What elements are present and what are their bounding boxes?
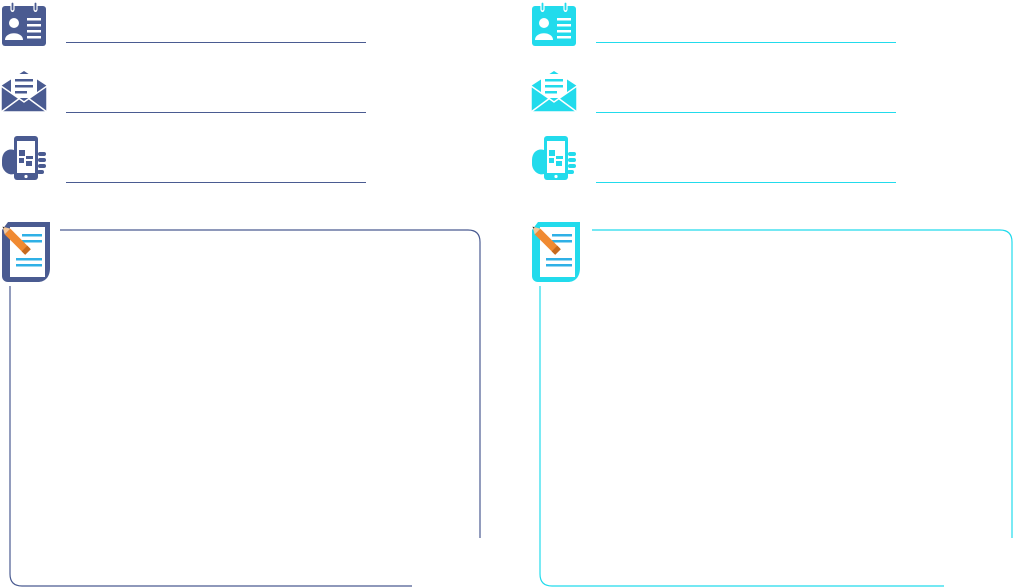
email-row xyxy=(0,66,370,116)
name-field[interactable] xyxy=(66,14,370,42)
name-row xyxy=(0,2,370,52)
email-field[interactable] xyxy=(66,84,370,112)
contact-panel-right xyxy=(530,0,1013,588)
email-underline xyxy=(596,112,896,113)
name-underline xyxy=(596,42,896,43)
notes-box-border xyxy=(9,229,481,587)
phone-field[interactable] xyxy=(596,154,900,182)
name-row xyxy=(530,2,900,52)
notes-textarea[interactable] xyxy=(600,240,1004,574)
notes-box-border xyxy=(539,229,1013,587)
name-field[interactable] xyxy=(596,14,900,42)
note-pencil-icon xyxy=(530,218,582,286)
phone-row xyxy=(0,134,370,184)
phone-field[interactable] xyxy=(66,154,370,182)
phone-row xyxy=(530,134,900,184)
email-row xyxy=(530,66,900,116)
phone-underline xyxy=(66,182,366,183)
email-underline xyxy=(66,112,366,113)
note-pencil-icon xyxy=(0,218,52,286)
email-field[interactable] xyxy=(596,84,900,112)
name-underline xyxy=(66,42,366,43)
phone-underline xyxy=(596,182,896,183)
contact-panel-left xyxy=(0,0,490,588)
notes-textarea[interactable] xyxy=(70,240,474,574)
